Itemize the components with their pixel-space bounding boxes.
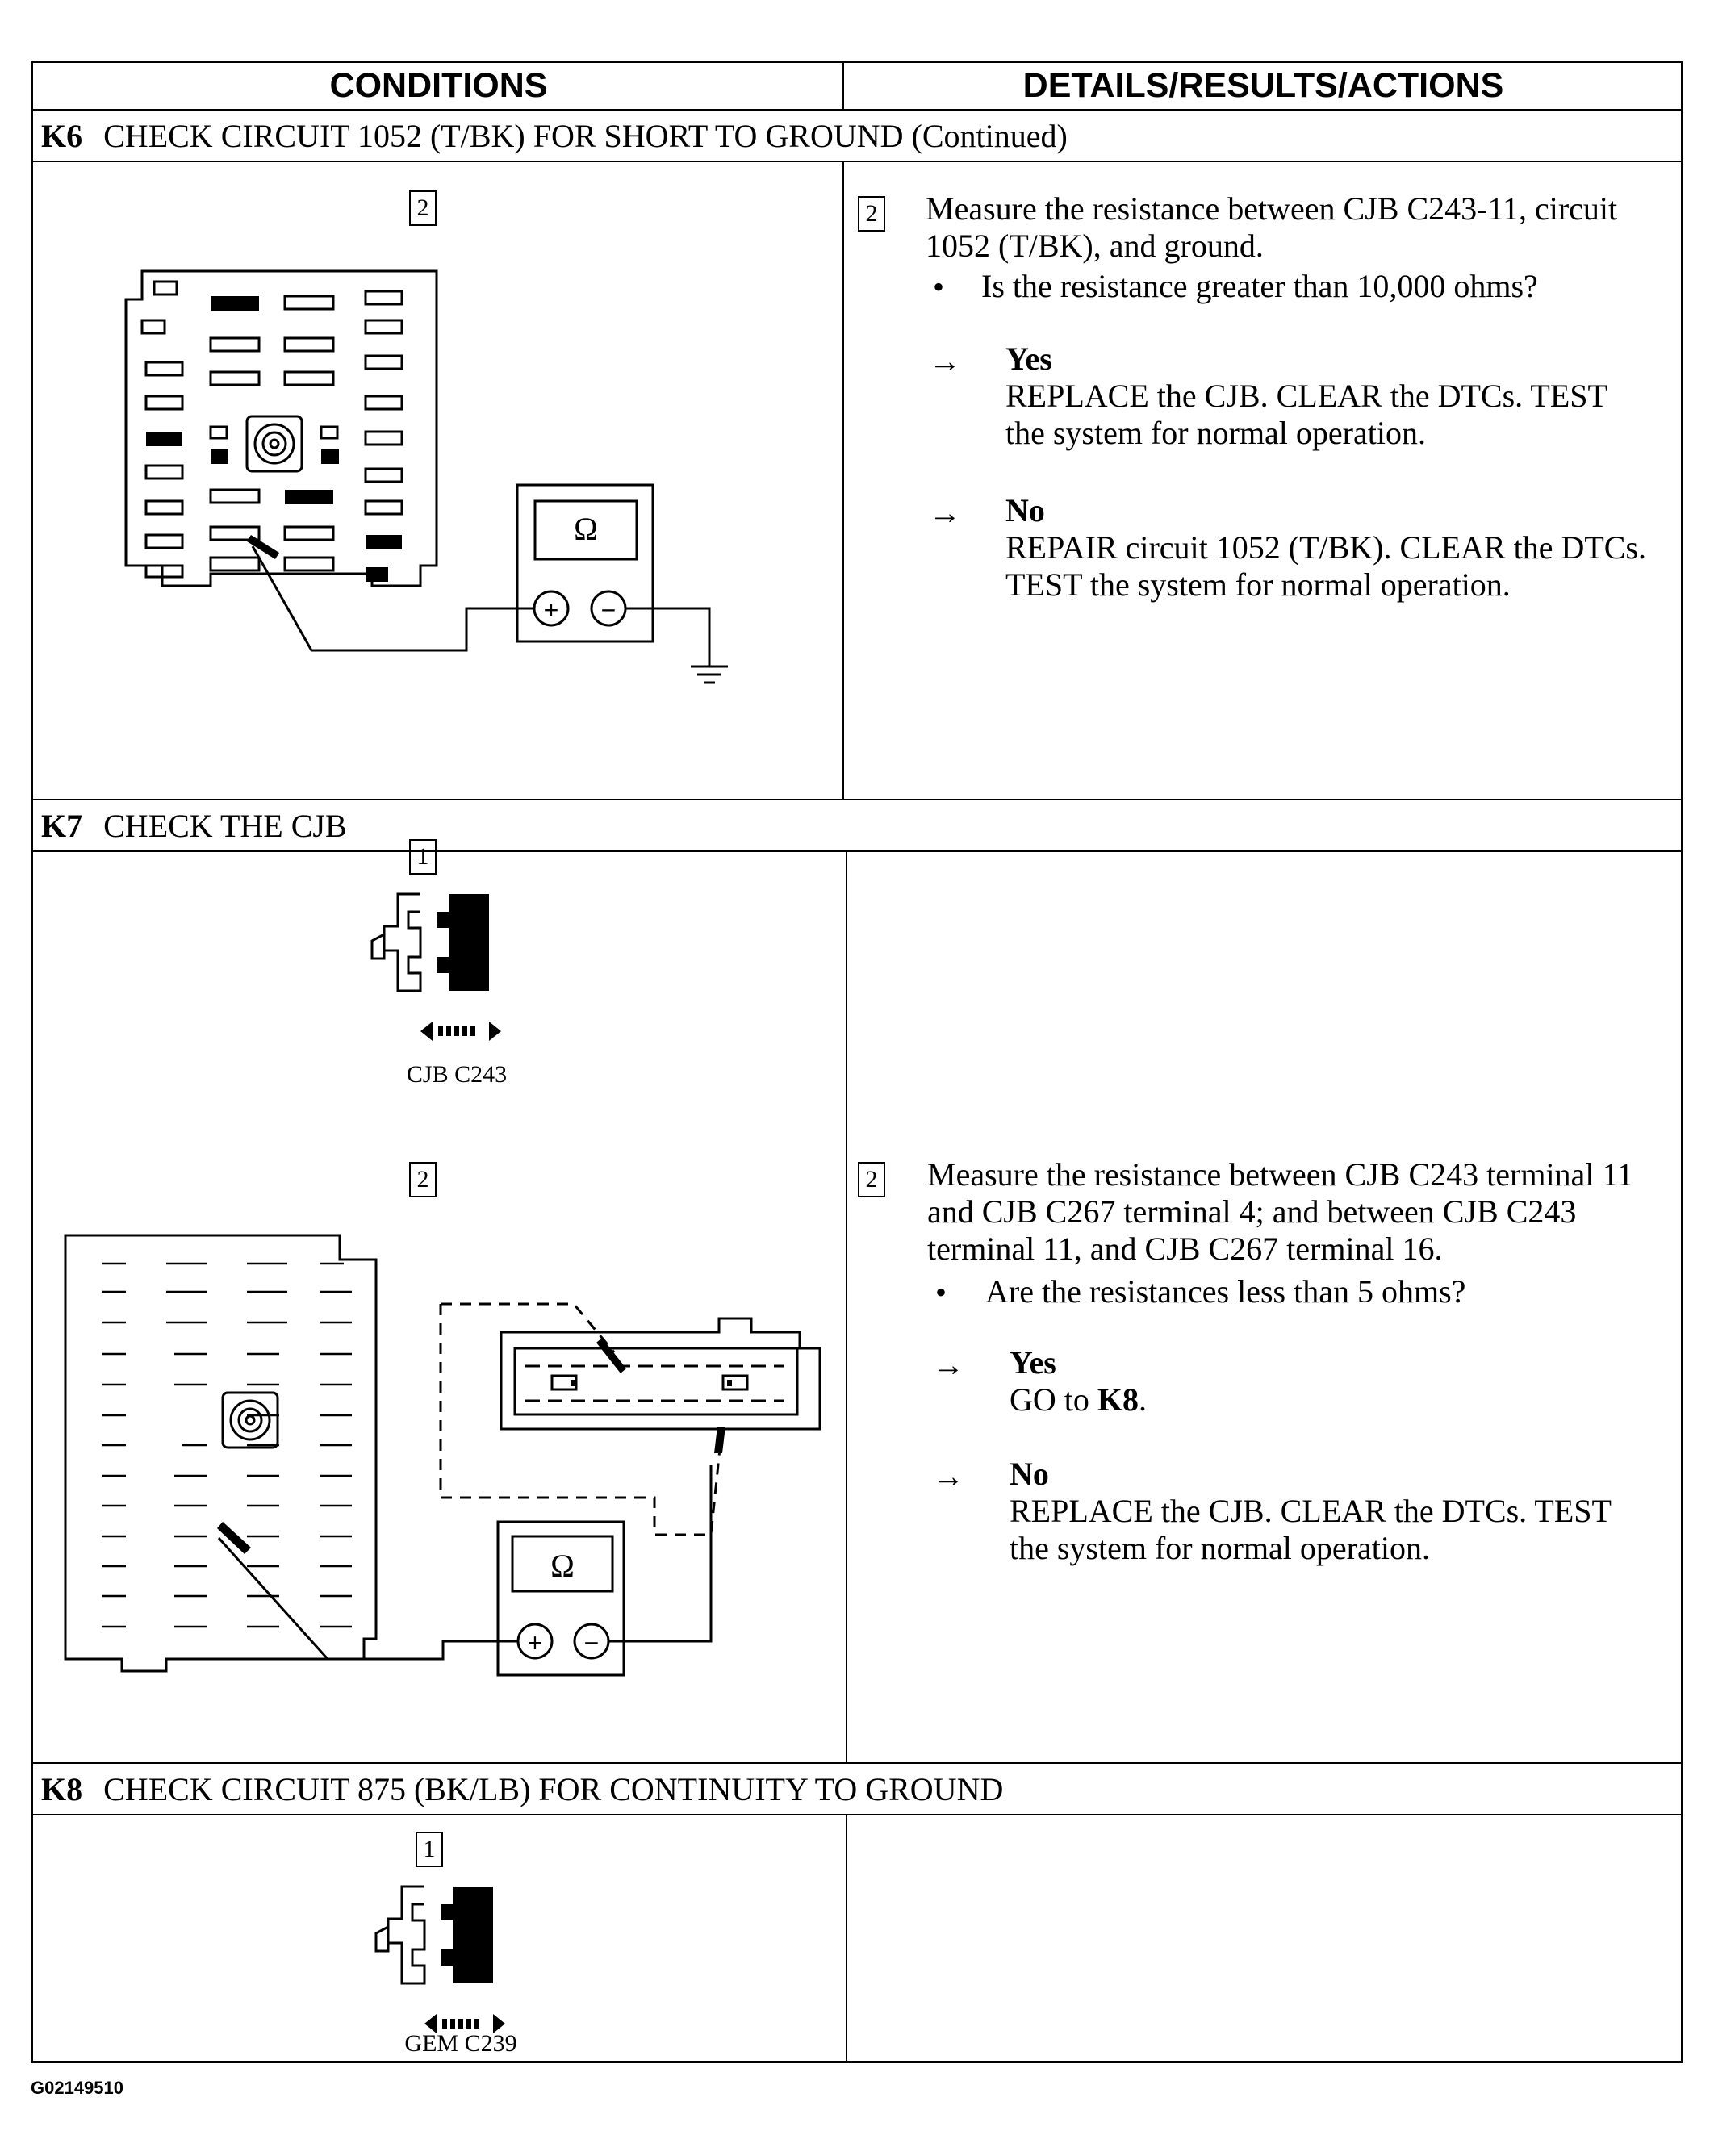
plus-terminal-icon: + [544,595,559,625]
k7-yes-action-prefix: GO to [1010,1381,1097,1418]
k7-step-title: K7 CHECK THE CJB [33,800,1681,850]
k6-step-id: K6 [41,117,83,154]
ohm-icon: Ω [574,511,598,547]
row-rule [33,799,1681,800]
minus-terminal-icon: − [584,1628,600,1657]
row-rule [33,161,1681,162]
k7-step-text: CHECK THE CJB [103,807,347,844]
k7-yes-label: Yes [1010,1344,1056,1381]
ohmmeter-body [496,1520,625,1677]
k7-yes-action-suffix: . [1139,1381,1148,1418]
negative-lead [625,607,711,666]
k6-no-action: REPAIR circuit 1052 (T/BK). CLEAR the DT… [1005,529,1647,603]
k8-step-title: K8 CHECK CIRCUIT 875 (BK/LB) FOR CONTINU… [33,1764,1681,1814]
conditions-header: CONDITIONS [329,66,548,105]
row-rule [33,1814,1681,1815]
k6-no-branch: No REPAIR circuit 1052 (T/BK). CLEAR the… [1005,492,1651,604]
cjb-c243-outline [64,1234,378,1673]
k6-no-label: No [1005,492,1045,529]
k7-no-arrow-icon: → [932,1458,964,1494]
positive-lead [217,1536,518,1661]
k6-bullet: • [933,269,945,305]
k8-step-id: K8 [41,1770,83,1807]
k6-no-arrow-icon: → [929,495,961,531]
k6-detail-step-marker: 2 [858,196,885,232]
ohm-icon: Ω [550,1548,575,1584]
row-rule [33,1762,1681,1764]
k6-step-title: K6 CHECK CIRCUIT 1052 (T/BK) FOR SHORT T… [33,111,1681,161]
k7-yes-arrow-icon: → [932,1347,964,1383]
k7-cjb-c267-meter-diagram: Ω + − [64,1234,821,1677]
k7-diagram-step-marker: 2 [409,1162,437,1197]
k7-detail-step-marker: 2 [858,1162,885,1197]
k8-step-text: CHECK CIRCUIT 875 (BK/LB) FOR CONTINUITY… [103,1770,1004,1807]
k6-yes-action: REPLACE the CJB. CLEAR the DTCs. TEST th… [1005,378,1607,451]
k7-bullet: • [935,1274,947,1310]
header-divider [842,63,844,109]
ohmmeter-body [516,483,654,643]
minus-terminal-icon: − [601,595,617,625]
column-divider [842,162,844,799]
k7-no-action: REPLACE the CJB. CLEAR the DTCs. TEST th… [1010,1493,1612,1566]
k6-instruction: Measure the resistance between CJB C243-… [926,190,1618,264]
figure-id: G02149510 [31,2078,123,2098]
k6-step-text: CHECK CIRCUIT 1052 (T/BK) FOR SHORT TO G… [103,117,1068,154]
k8-disconnect-connector-icon [374,1885,505,2033]
diagnostic-table: CONDITIONS DETAILS/RESULTS/ACTIONS K6 CH… [31,61,1683,2063]
header-rule [33,109,1681,111]
k7-yes-branch: Yes GO to K8. [1010,1344,1655,1419]
k7-disconnect-connector-icon [370,892,501,1041]
k8-connector-step-marker: 1 [416,1832,443,1867]
k7-instruction: Measure the resistance between CJB C243 … [927,1156,1633,1267]
row-rule [33,850,1681,852]
k6-question: Is the resistance greater than 10,000 oh… [981,268,1538,304]
k7-connector-step-marker: 1 [409,839,437,875]
k6-yes-branch: Yes REPLACE the CJB. CLEAR the DTCs. TES… [1005,341,1651,452]
cjb-c267-outline [500,1317,821,1431]
k7-no-branch: No REPLACE the CJB. CLEAR the DTCs. TEST… [1010,1456,1655,1567]
details-header: DETAILS/RESULTS/ACTIONS [1022,66,1504,105]
k7-step-id: K7 [41,807,83,844]
cjb-connector-outline [124,270,438,587]
k6-cjb-meter-diagram: Ω + − [124,270,728,684]
k7-no-label: No [1010,1456,1049,1492]
k6-yes-label: Yes [1005,341,1052,377]
k6-diagram-step-marker: 2 [409,190,437,226]
k8-connector-caption: GEM C239 [404,2030,517,2057]
column-divider [846,852,847,1762]
plus-terminal-icon: + [528,1628,543,1657]
k6-yes-arrow-icon: → [929,343,961,379]
k7-question: Are the resistances less than 5 ohms? [985,1273,1466,1310]
k7-connector-caption: CJB C243 [406,1061,508,1088]
positive-lead [251,545,534,652]
column-divider [846,1815,847,2061]
k7-yes-action-target: K8 [1097,1381,1139,1418]
